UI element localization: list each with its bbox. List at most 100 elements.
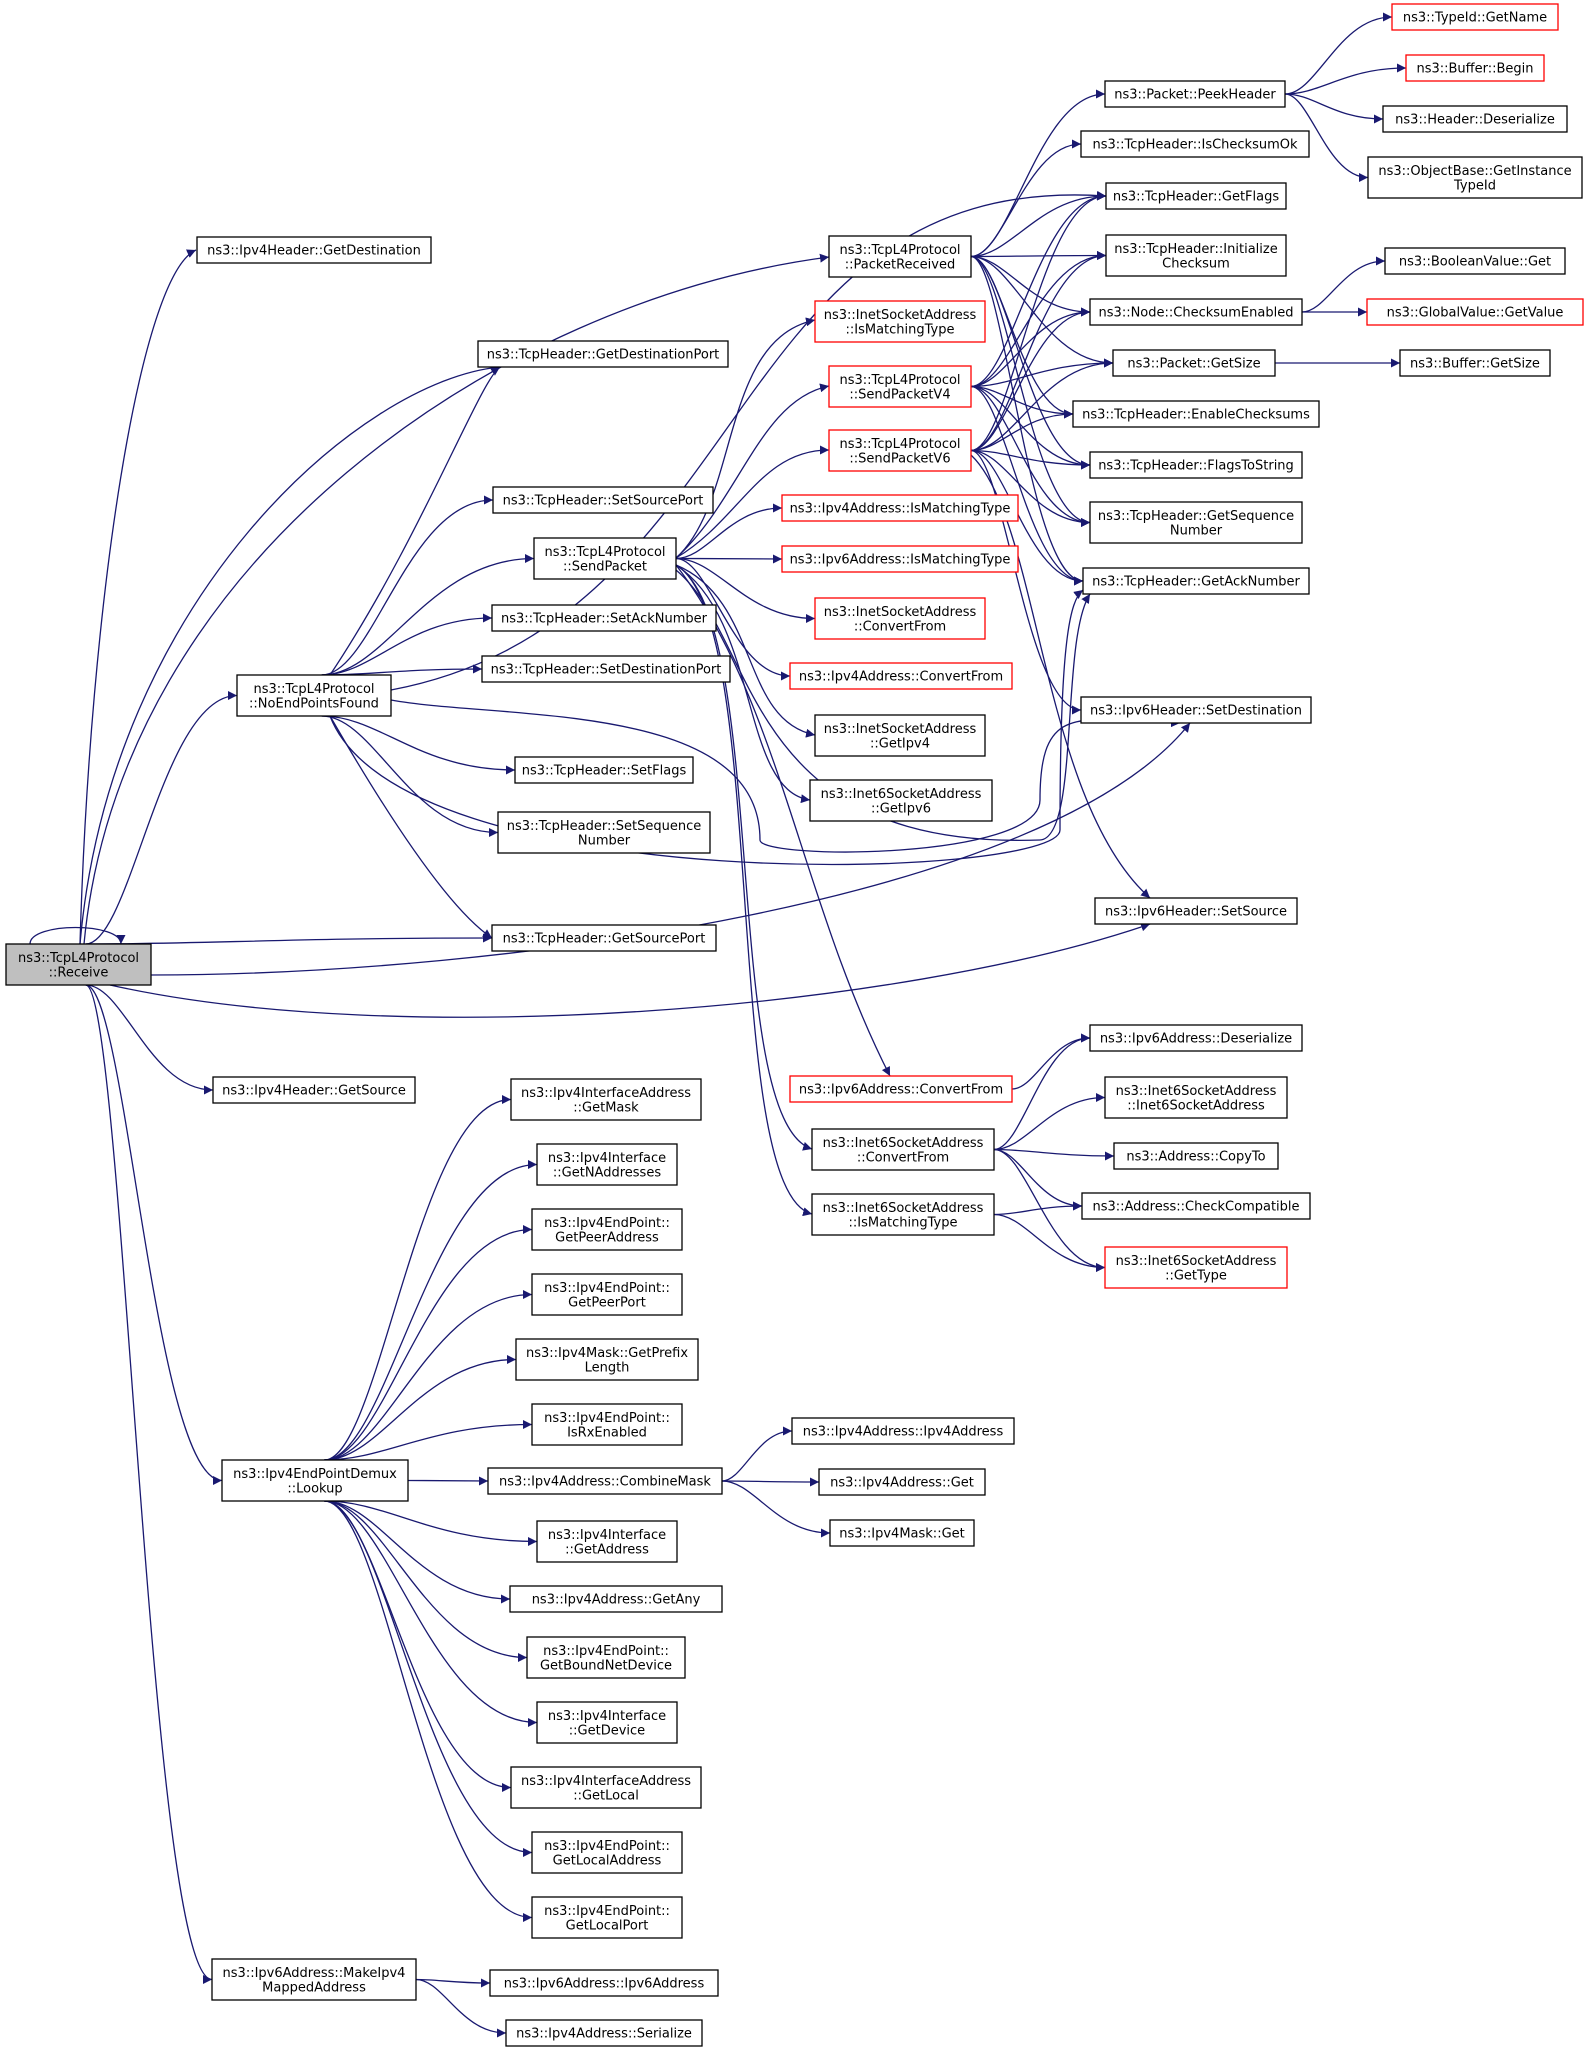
node-box [1113, 1142, 1279, 1170]
node-ipv4ep-getlocaladdress[interactable]: ns3::Ipv4EndPoint::GetLocalAddress [531, 1831, 683, 1874]
node-tcpl4-nopendpointsfound[interactable]: ns3::TcpL4Protocol::NoEndPointsFound [236, 674, 392, 717]
node-box [481, 655, 731, 683]
node-box [1072, 400, 1320, 428]
node-ipv4addr-get[interactable]: ns3::Ipv4Address::Get [818, 1468, 986, 1496]
node-ipv4ep-getpeeraddress[interactable]: ns3::Ipv4EndPoint::GetPeerAddress [531, 1208, 683, 1251]
node-tcphdr-setdestinationport[interactable]: ns3::TcpHeader::SetDestinationPort [481, 655, 731, 683]
node-label-line: ns3::Address::CopyTo [1126, 1150, 1265, 1165]
node-ipv4ep-getpeerport[interactable]: ns3::Ipv4EndPoint::GetPeerPort [531, 1273, 683, 1316]
node-ipv6addr-ipv6address[interactable]: ns3::Ipv6Address::Ipv6Address [489, 1969, 719, 1997]
edge-ipv4addr_combinemask-to-ipv4addr_ipv4address [721, 1426, 793, 1482]
node-address-checkcompatible[interactable]: ns3::Address::CheckCompatible [1081, 1192, 1311, 1220]
node-tcphdr-flagstostring[interactable]: ns3::TcpHeader::FlagsToString [1089, 451, 1303, 479]
node-globalvalue-getvalue[interactable]: ns3::GlobalValue::GetValue [1366, 298, 1584, 326]
node-label-line: IsRxEnabled [567, 1425, 647, 1440]
node-inet6sock-ismatchingtype[interactable]: ns3::Inet6SocketAddress::IsMatchingType [811, 1193, 995, 1236]
edge-tcpl4_sendpacketv6-to-tcphdr_getsequencenumber [970, 449, 1091, 527]
node-tcphdr-getflags[interactable]: ns3::TcpHeader::GetFlags [1105, 182, 1287, 210]
node-tcphdr-setflags[interactable]: ns3::TcpHeader::SetFlags [514, 756, 694, 784]
node-buffer-begin[interactable]: ns3::Buffer::Begin [1405, 54, 1545, 82]
node-box [828, 235, 972, 278]
node-ipv4ep-getlocalport[interactable]: ns3::Ipv4EndPoint::GetLocalPort [531, 1896, 683, 1939]
node-ipv6addr-deserialize[interactable]: ns3::Ipv6Address::Deserialize [1089, 1024, 1303, 1052]
node-ipv4addr-combinemask[interactable]: ns3::Ipv4Address::CombineMask [487, 1467, 723, 1495]
edge-tcpl4_nopendpointsfound-to-tcphdr_getacknumber [329, 589, 1084, 866]
node-label-line: Number [1170, 523, 1223, 538]
node-ipv4addr-serialize[interactable]: ns3::Ipv4Address::Serialize [505, 2019, 703, 2047]
node-ipv4addr-ismatchingtype[interactable]: ns3::Ipv4Address::IsMatchingType [781, 494, 1019, 522]
node-tcphdr-setsourceport[interactable]: ns3::TcpHeader::SetSourcePort [492, 486, 714, 514]
node-box [828, 365, 972, 408]
node-label-line: ::GetNAddresses [553, 1165, 661, 1180]
node-tcphdr-ischecksumok[interactable]: ns3::TcpHeader::IsChecksumOk [1080, 130, 1310, 158]
node-label-line: ns3::Ipv4InterfaceAddress [521, 1774, 691, 1789]
node-typeid-getname[interactable]: ns3::TypeId::GetName [1391, 3, 1559, 31]
node-inetsock-ismatchingtype[interactable]: ns3::InetSocketAddress::IsMatchingType [814, 300, 986, 343]
node-ipv4hdr-getdestination[interactable]: ns3::Ipv4Header::GetDestination [196, 236, 432, 264]
node-tcphdr-setacknumber[interactable]: ns3::TcpHeader::SetAckNumber [491, 604, 717, 632]
node-ipv4addr-convertfrom[interactable]: ns3::Ipv4Address::ConvertFrom [789, 662, 1013, 690]
node-ipv4addr-getany[interactable]: ns3::Ipv4Address::GetAny [509, 1585, 723, 1613]
node-ipv4hdr-getsource[interactable]: ns3::Ipv4Header::GetSource [212, 1076, 416, 1104]
node-box [1405, 54, 1545, 82]
node-inetsock-convertfrom[interactable]: ns3::InetSocketAddress::ConvertFrom [814, 597, 986, 640]
node-tcphdr-getsourceport[interactable]: ns3::TcpHeader::GetSourcePort [491, 924, 717, 952]
node-box [811, 1128, 995, 1171]
node-tcpl4-sendpacketv6[interactable]: ns3::TcpL4Protocol::SendPacketV6 [828, 429, 972, 472]
edge-ipv6addr_convertfrom-to-ipv6addr_deserialize [1011, 1033, 1091, 1090]
node-inet6sock-gettype[interactable]: ns3::Inet6SocketAddress::GetType [1104, 1246, 1288, 1289]
node-tcpl4-sendpacketv4[interactable]: ns3::TcpL4Protocol::SendPacketV4 [828, 365, 972, 408]
node-label-line: ns3::TypeId::GetName [1403, 11, 1547, 26]
node-label-line: ns3::TcpHeader::IsChecksumOk [1092, 138, 1298, 153]
edge-ipv4epdemux_lookup-to-ipv4ep_getlocaladdress [324, 1500, 533, 1857]
edge-tcpl4_sendpacketv4-to-tcphdr_flagstostring [970, 385, 1091, 470]
node-ipv6hdr-setdestination[interactable]: ns3::Ipv6Header::SetDestination [1080, 696, 1312, 724]
node-ipv4iface-getdevice[interactable]: ns3::Ipv4Interface::GetDevice [536, 1701, 678, 1744]
node-inet6sock-getipv6[interactable]: ns3::Inet6SocketAddress::GetIpv6 [809, 779, 993, 822]
node-ipv4ep-getboundnetdevice[interactable]: ns3::Ipv4EndPoint::GetBoundNetDevice [526, 1636, 686, 1679]
node-tcphdr-getacknumber[interactable]: ns3::TcpHeader::GetAckNumber [1082, 567, 1310, 595]
node-booleanvalue-get[interactable]: ns3::BooleanValue::Get [1384, 247, 1566, 275]
node-ipv4ep-isrxenabled[interactable]: ns3::Ipv4EndPoint::IsRxEnabled [531, 1403, 683, 1446]
node-ipv6hdr-setsource[interactable]: ns3::Ipv6Header::SetSource [1094, 897, 1298, 925]
node-ipv4mask-get[interactable]: ns3::Ipv4Mask::Get [829, 1519, 975, 1547]
node-ipv4iface-getnaddresses[interactable]: ns3::Ipv4Interface::GetNAddresses [536, 1143, 678, 1186]
node-label-line: GetBoundNetDevice [540, 1658, 672, 1673]
edge-ipv4epdemux_lookup-to-ipv4iface_getnaddresses [324, 1160, 538, 1461]
node-label-line: ns3::InetSocketAddress [824, 308, 977, 323]
node-tcphdr-enablechecksums[interactable]: ns3::TcpHeader::EnableChecksums [1072, 400, 1320, 428]
node-node-checksumenabled[interactable]: ns3::Node::ChecksumEnabled [1089, 298, 1303, 326]
node-ipv4iface-getaddress[interactable]: ns3::Ipv4Interface::GetAddress [536, 1520, 678, 1563]
node-ipv4ifaddr-getlocal[interactable]: ns3::Ipv4InterfaceAddress::GetLocal [510, 1766, 702, 1809]
node-tcphdr-getdestinationport[interactable]: ns3::TcpHeader::GetDestinationPort [477, 340, 729, 368]
node-packet-peekheader[interactable]: ns3::Packet::PeekHeader [1104, 80, 1286, 108]
node-packet-getsize[interactable]: ns3::Packet::GetSize [1112, 349, 1276, 377]
node-ipv6addr-convertfrom[interactable]: ns3::Ipv6Address::ConvertFrom [789, 1075, 1013, 1103]
node-ipv4epdemux-lookup[interactable]: ns3::Ipv4EndPointDemux::Lookup [221, 1459, 409, 1502]
edge-ipv4epdemux_lookup-to-ipv4ifaddr_getmask [324, 1095, 512, 1461]
node-inet6sock-convertfrom[interactable]: ns3::Inet6SocketAddress::ConvertFrom [811, 1128, 995, 1171]
node-inet6sock-inet6socketaddress[interactable]: ns3::Inet6SocketAddress::Inet6SocketAddr… [1104, 1076, 1288, 1119]
node-label-line: ns3::Packet::GetSize [1127, 357, 1260, 372]
node-buffer-getsize[interactable]: ns3::Buffer::GetSize [1399, 349, 1551, 377]
node-inetsock-getipv4[interactable]: ns3::InetSocketAddress::GetIpv4 [814, 714, 986, 757]
node-ipv4addr-ipv4address[interactable]: ns3::Ipv4Address::Ipv4Address [791, 1417, 1015, 1445]
node-tcpl4-packetreceived[interactable]: ns3::TcpL4Protocol::PacketReceived [828, 235, 972, 278]
node-header-deserialize[interactable]: ns3::Header::Deserialize [1382, 105, 1568, 133]
node-tcpl4-sendpacket[interactable]: ns3::TcpL4Protocol::SendPacket [533, 537, 677, 580]
edge-tcpl4_sendpacket-to-inet6sock_convertfrom [675, 564, 813, 1151]
node-ipv4ifaddr-getmask[interactable]: ns3::Ipv4InterfaceAddress::GetMask [510, 1078, 702, 1121]
node-label-line: ns3::TcpL4Protocol [839, 243, 960, 258]
node-box [487, 1467, 723, 1495]
node-address-copyto[interactable]: ns3::Address::CopyTo [1113, 1142, 1279, 1170]
node-ipv6addr-ismatchingtype[interactable]: ns3::Ipv6Address::IsMatchingType [781, 545, 1019, 573]
edge-inet6sock_convertfrom-to-inet6sock_inet6socketaddress [993, 1093, 1106, 1151]
node-box [489, 1969, 719, 1997]
